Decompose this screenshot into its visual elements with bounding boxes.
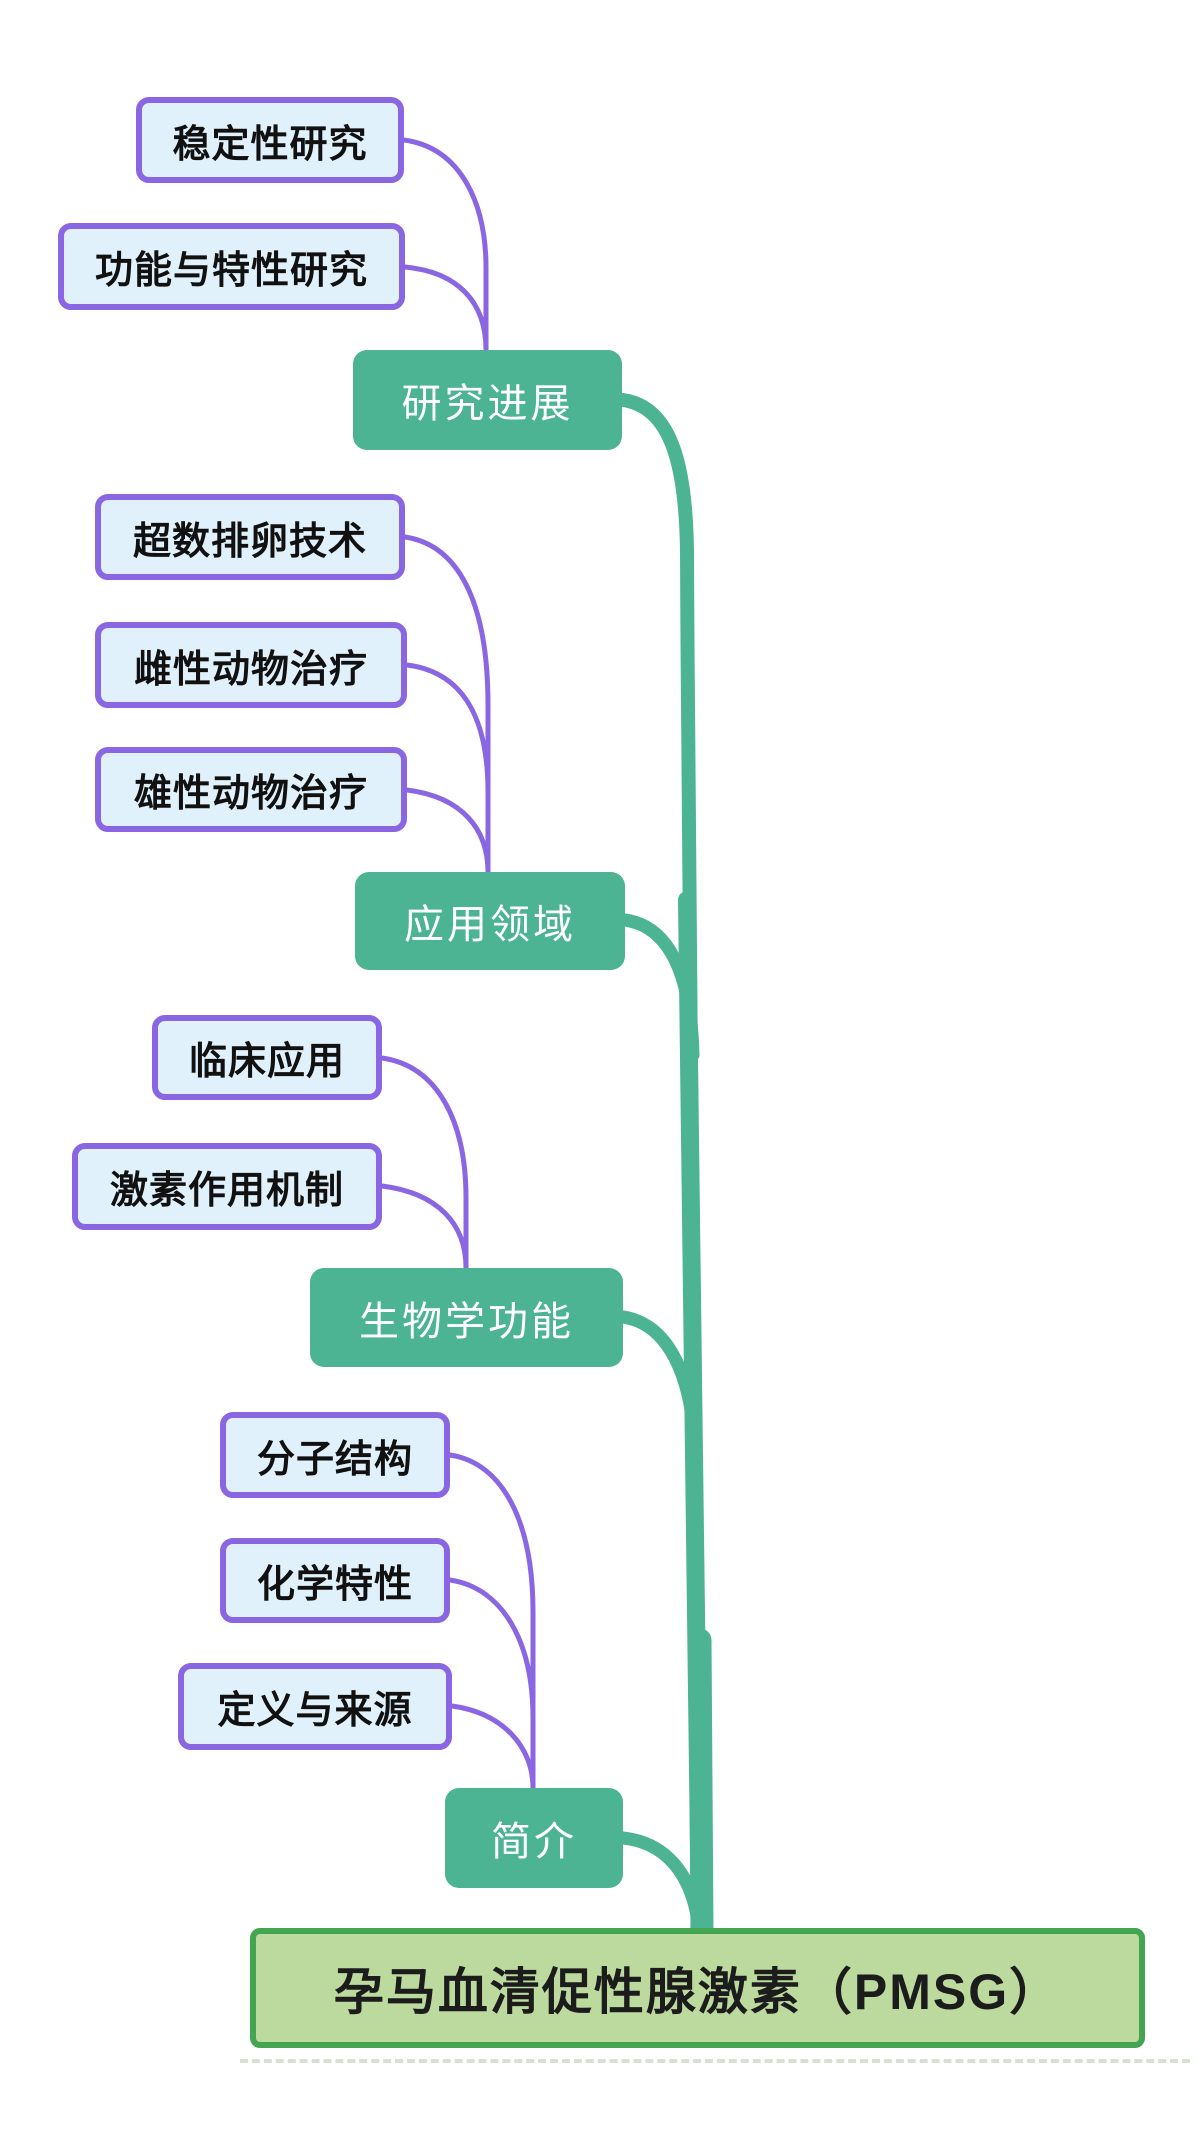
connector-biological-functions-to-trunk [616, 1310, 702, 1462]
node-clinical-application[interactable]: 临床应用 [152, 1015, 382, 1100]
node-label: 临床应用 [188, 1041, 345, 1083]
branch-application-areas[interactable]: 应用领域 [355, 872, 625, 970]
connector-male-animal-treatment [404, 787, 491, 875]
node-label: 超数排卵技术 [132, 520, 367, 563]
connector-hormone-action-mechanism [379, 1183, 469, 1271]
connector-function-characteristics-research [402, 264, 489, 353]
node-hormone-action-mechanism[interactable]: 激素作用机制 [72, 1143, 382, 1230]
branch-research-progress[interactable]: 研究进展 [353, 350, 622, 450]
node-superovulation-technique[interactable]: 超数排卵技术 [95, 494, 405, 580]
node-definition-and-origin[interactable]: 定义与来源 [178, 1663, 452, 1750]
node-female-animal-treatment[interactable]: 雌性动物治疗 [95, 622, 407, 708]
branch-introduction[interactable]: 简介 [445, 1788, 623, 1888]
node-stability-research[interactable]: 稳定性研究 [136, 97, 404, 183]
node-label: 激素作用机制 [109, 1170, 344, 1212]
connector-chemical-properties [447, 1577, 536, 1791]
root-node-shadow [240, 2059, 1190, 2063]
node-label: 稳定性研究 [172, 123, 368, 166]
connector-definition-and-origin [449, 1703, 536, 1791]
node-molecular-structure[interactable]: 分子结构 [220, 1412, 450, 1498]
node-function-characteristics-research[interactable]: 功能与特性研究 [58, 223, 405, 310]
node-label: 定义与来源 [217, 1690, 413, 1732]
node-label: 生物学功能 [359, 1299, 574, 1344]
connector-trunk-bottom [688, 1628, 714, 1944]
node-label: 雌性动物治疗 [133, 648, 368, 691]
connector-stability-research [401, 137, 489, 353]
node-label: 简介 [491, 1820, 577, 1864]
connector-molecular-structure [447, 1452, 536, 1791]
connector-female-animal-treatment [404, 662, 491, 875]
connector-introduction-to-trunk [616, 1831, 706, 1937]
node-label: 研究进展 [401, 382, 574, 426]
connector-trunk-lower [678, 891, 709, 1939]
connector-application-areas-to-trunk [618, 913, 700, 1062]
node-male-animal-treatment[interactable]: 雄性动物治疗 [95, 747, 407, 832]
node-label: 化学特性 [256, 1564, 413, 1606]
node-label: 应用领域 [404, 903, 576, 947]
connector-trunk [616, 393, 705, 1937]
node-label: 分子结构 [256, 1438, 413, 1481]
node-label: 雄性动物治疗 [133, 773, 368, 815]
node-chemical-properties[interactable]: 化学特性 [220, 1538, 450, 1623]
root-node-label: 孕马血清促性腺激素（PMSG） [333, 1964, 1062, 2020]
branch-biological-functions[interactable]: 生物学功能 [310, 1268, 623, 1367]
connector-clinical-application [379, 1055, 469, 1271]
connector-superovulation-technique [402, 534, 491, 875]
node-label: 功能与特性研究 [94, 250, 368, 292]
root-node-pmsg[interactable]: 孕马血清促性腺激素（PMSG） [250, 1928, 1145, 2048]
